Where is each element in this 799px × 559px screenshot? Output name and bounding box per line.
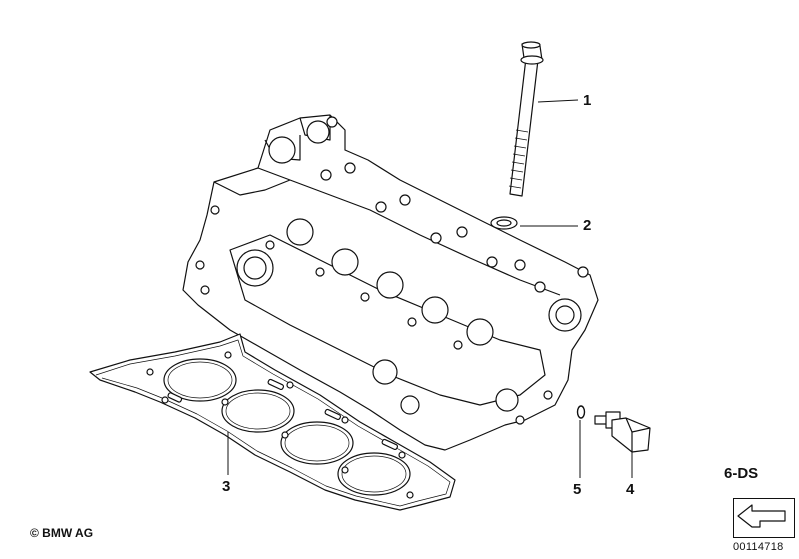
temperature-sensor-illustration (594, 411, 651, 453)
callout-2: 2 (583, 217, 592, 234)
reference-arrow-icon (737, 504, 786, 528)
reference-number: 00114718 (733, 541, 784, 553)
group-code-label: 6-DS (724, 465, 759, 482)
seal-ring-illustration (576, 405, 586, 419)
copyright-notice: © BMW AG (30, 526, 94, 540)
callout-3: 3 (222, 478, 231, 495)
washer-illustration (490, 216, 518, 230)
cylinder-head-bolt-illustration (508, 41, 544, 197)
leader-lines (227, 99, 633, 478)
callout-1: 1 (583, 92, 592, 109)
cylinder-head-illustration (182, 114, 599, 451)
callout-4: 4 (626, 481, 635, 498)
cylinder-head-gasket-illustration (89, 333, 456, 511)
camshaft-cap-bolts (265, 116, 589, 350)
callout-5: 5 (573, 481, 582, 498)
